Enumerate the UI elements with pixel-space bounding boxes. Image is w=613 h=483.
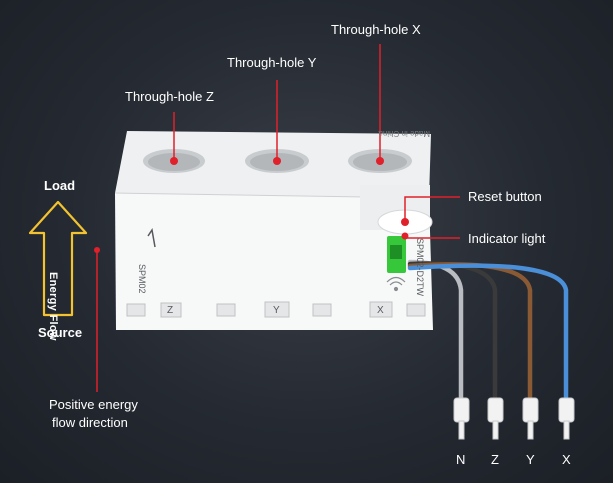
model-label-left: SPM02 [137,264,147,294]
wire-label-y: Y [526,452,535,467]
through-hole-y-label: Through-hole Y [227,55,317,70]
indicator-light-label: Indicator light [468,231,546,246]
positive-flow-label-line1: Positive energy [49,397,138,412]
energy-flow-label: Energy Flow [47,272,59,341]
wires [407,259,569,405]
load-label: Load [44,178,76,193]
indicator-light [387,232,409,273]
energy-flow-arrow [28,200,88,317]
through-hole-z-label: Through-hole Z [125,89,214,104]
maker-label: Made in China [378,129,430,138]
bottom-slots [126,301,426,318]
model-marking-mark [147,228,156,248]
wire-label-z: Z [491,452,499,467]
slot-label-x: X [377,305,384,316]
callout-lines [96,44,460,392]
through-hole-x-label: Through-hole X [331,22,421,37]
wire-ferrules [453,397,575,440]
positive-flow-label-line2: flow direction [52,415,128,430]
reset-button-label: Reset button [468,189,542,204]
slot-label-y: Y [273,305,280,316]
wire-label-n: N [456,452,466,467]
callout-dots [94,247,100,253]
device-front-face [115,193,433,330]
source-label: Source [38,325,83,340]
through-hole-z [143,149,205,173]
model-label-right: SPM02-D2TW [415,238,425,297]
slot-label-z: Z [167,305,174,316]
wifi-icon [386,276,406,292]
wire-label-x: X [562,452,571,467]
